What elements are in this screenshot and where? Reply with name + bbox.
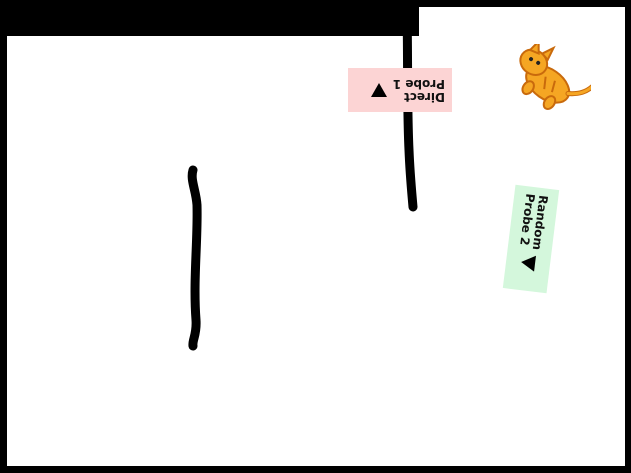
cat-sprite-icon[interactable] <box>505 44 591 120</box>
probe-1-pointer-icon <box>370 83 387 97</box>
pen-stroke-left <box>187 165 202 351</box>
pen-stroke-right <box>402 5 418 212</box>
probe-1-line-2: Probe 1 <box>392 77 445 91</box>
probe-2-pointer-icon <box>520 254 536 272</box>
probe-1-line-1: Direct <box>404 90 445 104</box>
probe-1-label[interactable]: Direct Probe 1 <box>348 68 452 112</box>
drawing-canvas-top-right <box>419 7 625 37</box>
